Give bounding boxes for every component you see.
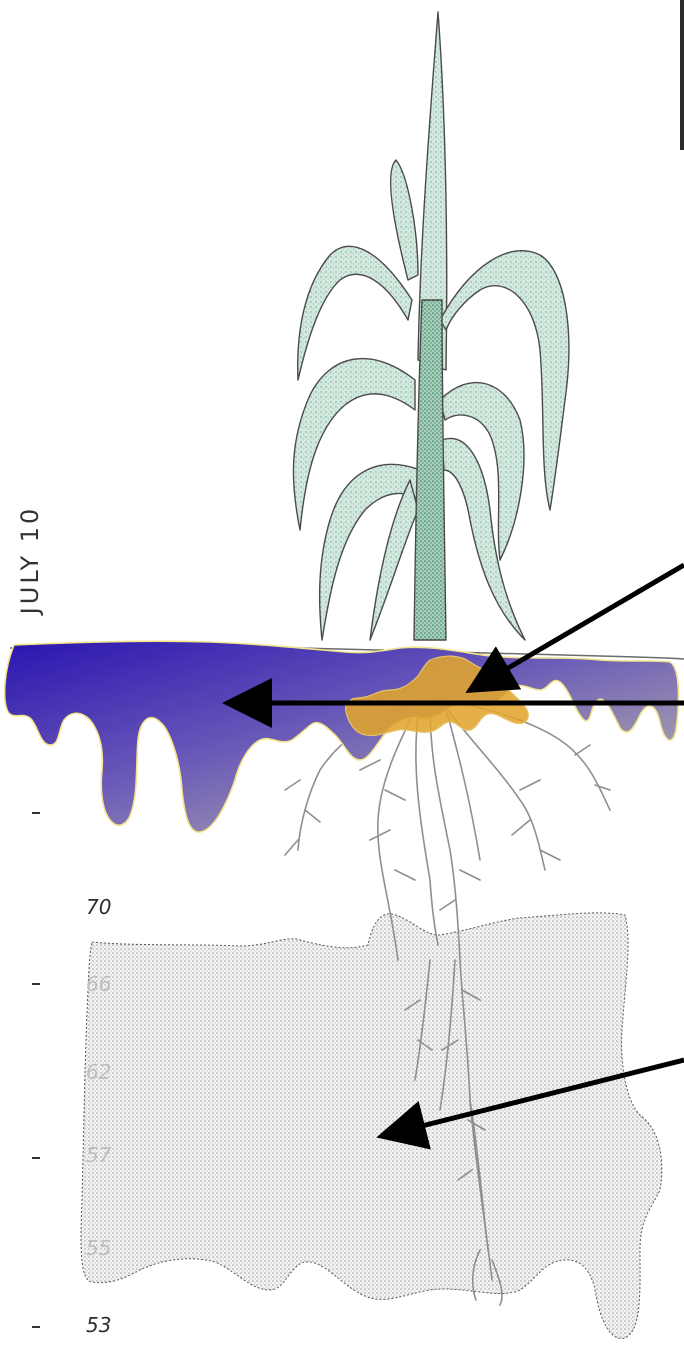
depth-value: 66 bbox=[86, 972, 111, 996]
date-label: JULY 10 bbox=[10, 500, 50, 620]
page-edge-mark bbox=[680, 0, 684, 150]
corn-plant bbox=[293, 12, 568, 640]
depth-value: 62 bbox=[86, 1060, 111, 1084]
depth-tick bbox=[32, 812, 40, 814]
upper-soil-zone bbox=[5, 641, 679, 832]
date-label-text: JULY 10 bbox=[16, 506, 44, 615]
depth-value: 70 bbox=[86, 895, 111, 919]
depth-tick bbox=[32, 1326, 40, 1328]
depth-tick bbox=[32, 983, 40, 985]
depth-value: 53 bbox=[86, 1313, 111, 1337]
depth-value: 55 bbox=[86, 1236, 111, 1260]
depth-value: 57 bbox=[86, 1143, 111, 1167]
lower-soil-zone bbox=[81, 913, 662, 1339]
depth-tick bbox=[32, 1157, 40, 1159]
